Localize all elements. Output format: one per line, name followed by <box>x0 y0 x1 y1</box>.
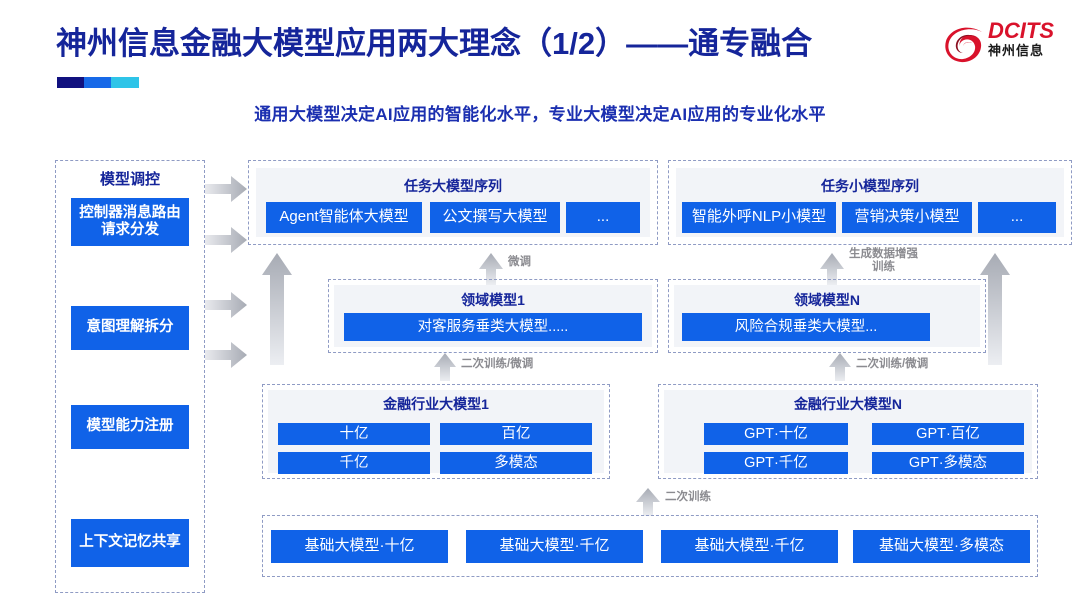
arrow-label-finetune-left: 微调 <box>508 256 531 268</box>
flow-arrow-right-2 <box>205 292 247 318</box>
page-title: 神州信息金融大模型应用两大理念（1/2）——通专融合 <box>56 26 813 61</box>
industry-model-n-caption: 金融行业大模型N <box>793 396 903 412</box>
flow-arrow-up-retrain-bottom <box>636 488 660 516</box>
dcits-swirl-icon <box>945 27 982 63</box>
task-large-model-caption: 任务大模型序列 <box>404 178 502 194</box>
flow-arrow-up-dataaug-right <box>820 253 844 285</box>
flow-arrow-up-tall-left <box>262 253 292 365</box>
flow-arrow-up-retrain-right <box>829 353 851 381</box>
sidebar-item-0[interactable]: 控制器消息路由请求分发 <box>71 198 189 246</box>
domain-model-1-box[interactable]: 对客服务垂类大模型..... <box>344 313 642 341</box>
flow-arrow-up-retrain-left <box>434 353 456 381</box>
arrow-label-retrain-left: 二次训练/微调 <box>461 358 534 370</box>
task-small-model-container <box>668 160 1072 245</box>
box-label: 基础大模型·千亿 <box>499 537 610 555</box>
box-label: 对客服务垂类大模型..... <box>417 318 569 335</box>
box-label: 百亿 <box>501 425 531 442</box>
industry-model-1-caption: 金融行业大模型1 <box>383 396 489 412</box>
sidebar-item-label: 上下文记忆共享 <box>79 534 181 551</box>
box-label: 基础大模型·十亿 <box>304 537 415 555</box>
flow-arrow-right-3 <box>205 342 247 368</box>
box-label: 公文撰写大模型 <box>442 208 548 226</box>
industry-model-1-box-1[interactable]: 百亿 <box>440 423 592 445</box>
box-label: 营销决策小模型 <box>854 208 960 226</box>
logo-wordmark: DCITS <box>988 18 1054 43</box>
task-small-model-box-2[interactable]: ... <box>978 202 1056 233</box>
base-model-box-3[interactable]: 基础大模型·多模态 <box>853 530 1030 563</box>
flow-arrow-right-0 <box>205 176 247 202</box>
flow-arrow-up-tall-right <box>980 253 1010 365</box>
domain-model-n-caption: 领域模型N <box>793 292 861 308</box>
logo-wordmark-cn: 神州信息 <box>988 43 1045 58</box>
box-label: 千亿 <box>339 454 369 471</box>
task-large-model-container <box>248 160 658 245</box>
box-label: 智能外呼NLP小模型 <box>691 208 827 226</box>
page-subtitle: 通用大模型决定AI应用的智能化水平，专业大模型决定AI应用的专业化水平 <box>254 105 826 124</box>
sidebar-item-label: 意图理解拆分 <box>86 319 174 336</box>
industry-model-n-box-2[interactable]: GPT·千亿 <box>704 452 848 474</box>
base-model-box-1[interactable]: 基础大模型·千亿 <box>466 530 643 563</box>
industry-model-1-box-0[interactable]: 十亿 <box>278 423 430 445</box>
industry-model-n-box-0[interactable]: GPT·十亿 <box>704 423 848 445</box>
arrow-label-dataaug-right: 生成数据增强 训练 <box>849 248 918 274</box>
task-small-model-box-1[interactable]: 营销决策小模型 <box>842 202 972 233</box>
industry-model-n-box-1[interactable]: GPT·百亿 <box>872 423 1024 445</box>
box-label: 基础大模型·千亿 <box>694 537 805 555</box>
box-label: GPT·千亿 <box>744 454 808 471</box>
base-model-container <box>262 515 1038 577</box>
box-label: 风险合规垂类大模型... <box>734 318 878 335</box>
dcits-logo: DCITS 神州信息 <box>944 18 1066 72</box>
sidebar-item-1[interactable]: 意图理解拆分 <box>71 306 189 350</box>
base-model-box-2[interactable]: 基础大模型·千亿 <box>661 530 838 563</box>
task-large-model-box-0[interactable]: Agent智能体大模型 <box>266 202 422 233</box>
box-label: GPT·十亿 <box>744 425 808 442</box>
box-label: GPT·多模态 <box>908 454 988 471</box>
task-small-model-caption: 任务小模型序列 <box>821 178 919 194</box>
page-header: 神州信息金融大模型应用两大理念（1/2）——通专融合 通用大模型决定AI应用的智… <box>0 0 1080 140</box>
flow-arrow-up-finetune-left <box>479 253 503 285</box>
base-model-box-0[interactable]: 基础大模型·十亿 <box>271 530 448 563</box>
industry-model-1-box-2[interactable]: 千亿 <box>278 452 430 474</box>
task-large-model-box-2[interactable]: ... <box>566 202 640 233</box>
task-small-model-box-0[interactable]: 智能外呼NLP小模型 <box>682 202 836 233</box>
box-label: Agent智能体大模型 <box>279 208 409 226</box>
box-label: 基础大模型·多模态 <box>879 537 1004 555</box>
sidebar-item-label: 控制器消息路由请求分发 <box>79 204 181 238</box>
sidebar-item-3[interactable]: 上下文记忆共享 <box>71 519 189 567</box>
box-label: 多模态 <box>494 454 538 471</box>
box-label: 十亿 <box>339 425 369 442</box>
sidebar-item-2[interactable]: 模型能力注册 <box>71 405 189 449</box>
box-label: ... <box>596 208 610 226</box>
domain-model-1-container <box>328 279 658 353</box>
industry-model-n-box-3[interactable]: GPT·多模态 <box>872 452 1024 474</box>
domain-model-n-box[interactable]: 风险合规垂类大模型... <box>682 313 930 341</box>
domain-model-1-caption: 领域模型1 <box>461 292 525 308</box>
sidebar-title: 模型调控 <box>99 171 160 188</box>
model-control-panel <box>55 160 205 593</box>
industry-model-1-box-3[interactable]: 多模态 <box>440 452 592 474</box>
box-label: ... <box>1010 208 1024 226</box>
sidebar-item-label: 模型能力注册 <box>86 418 174 435</box>
arrow-label-retrain-right: 二次训练/微调 <box>856 358 929 370</box>
title-accent-bar <box>57 77 139 88</box>
box-label: GPT·百亿 <box>916 425 980 442</box>
domain-model-n-container <box>668 279 986 353</box>
task-large-model-box-1[interactable]: 公文撰写大模型 <box>430 202 560 233</box>
industry-model-1-container <box>262 384 610 479</box>
industry-model-n-container <box>658 384 1038 479</box>
arrow-label-retrain-bottom: 二次训练 <box>665 491 711 503</box>
flow-arrow-right-1 <box>205 227 247 253</box>
